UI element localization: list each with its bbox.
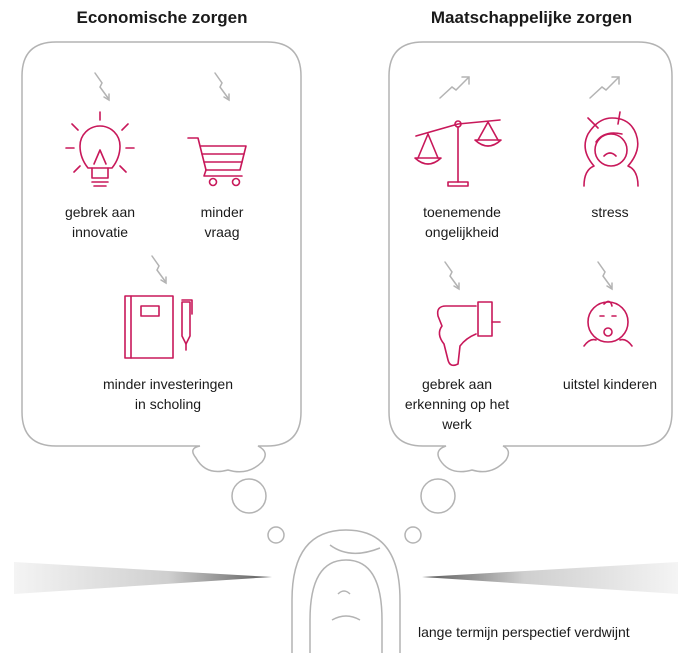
person-head-icon (291, 529, 401, 653)
right-thought-bubble (388, 41, 673, 544)
label-toenemende-ongelijkheid: toenemende ongelijkheid (423, 204, 501, 240)
label-gebrek-aan-erkenning: gebrek aan erkenning op het werk (404, 376, 510, 432)
left-fade-bar (14, 562, 272, 594)
trend-down-icon (214, 72, 230, 102)
label-uitstel-kinderen: uitstel kinderen (562, 376, 658, 392)
label-minder-investeringen: minder investeringen in scholing (103, 376, 233, 412)
footer-caption: lange termijn perspectief verdwijnt (418, 624, 630, 640)
thumbs-down-icon (436, 301, 501, 367)
label-gebrek-aan-innovatie: gebrek aan innovatie (64, 204, 136, 240)
shopping-cart-icon (187, 137, 247, 187)
stressed-face-icon (583, 111, 639, 187)
label-stress: stress (591, 204, 629, 220)
label-minder-vraag: minder vraag (200, 204, 244, 240)
left-bubble-title: Economische zorgen (76, 8, 248, 27)
trend-up-icon (589, 76, 620, 99)
trend-down-icon (444, 261, 460, 291)
trend-down-icon (94, 72, 110, 102)
notebook-pen-icon (124, 295, 193, 359)
left-thought-bubble (21, 41, 302, 544)
trend-up-icon (439, 76, 470, 99)
trend-down-icon (151, 255, 167, 285)
right-bubble-title: Maatschappelijke zorgen (430, 8, 633, 27)
balance-scale-icon (414, 119, 502, 187)
right-fade-bar (422, 562, 678, 594)
trend-down-icon (597, 261, 613, 291)
baby-icon (583, 300, 633, 347)
lightbulb-icon (65, 111, 135, 187)
